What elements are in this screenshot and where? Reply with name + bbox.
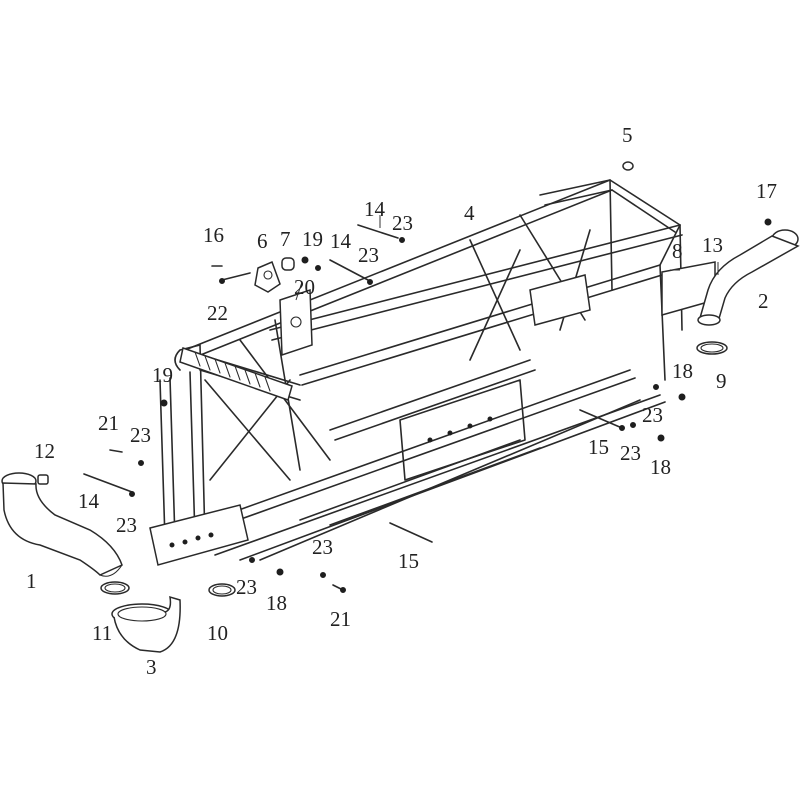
callout-11: 11 <box>92 621 112 645</box>
callout-15b: 15 <box>588 435 609 459</box>
callout-1: 1 <box>26 569 37 593</box>
callout-22: 22 <box>207 301 228 325</box>
callout-16: 16 <box>203 223 224 247</box>
callout-23d: 23 <box>116 513 137 537</box>
callout-12: 12 <box>34 439 55 463</box>
callout-17: 17 <box>756 179 777 203</box>
part-9-hose-clamp <box>696 341 728 355</box>
callout-21b: 21 <box>330 607 351 631</box>
part-12-nut <box>37 474 49 485</box>
part-2-rear-pipe <box>697 229 800 326</box>
callout-23f: 23 <box>620 441 641 465</box>
callout-14a: 14 <box>364 197 386 221</box>
callout-21a: 21 <box>98 411 119 435</box>
callout-5: 5 <box>622 123 633 147</box>
callout-23a: 23 <box>392 211 413 235</box>
callout-18c: 18 <box>266 591 287 615</box>
callout-15a: 15 <box>398 549 419 573</box>
callout-2: 2 <box>758 289 769 313</box>
callout-8: 8 <box>672 239 683 263</box>
callout-3: 3 <box>146 655 157 679</box>
callout-7: 7 <box>280 227 291 251</box>
part-6-bracket <box>254 260 281 293</box>
part-7-bushing <box>281 257 295 271</box>
part-17-screw <box>764 218 772 226</box>
part-11-hose-clamp <box>100 581 130 595</box>
callout-9: 9 <box>716 369 727 393</box>
callout-23g: 23 <box>312 535 333 559</box>
callout-18b: 18 <box>650 455 671 479</box>
callout-4: 4 <box>464 201 475 225</box>
main-frame <box>149 179 716 566</box>
callout-13: 13 <box>702 233 723 257</box>
callout-14c: 14 <box>78 489 100 513</box>
callout-23c: 23 <box>130 423 151 447</box>
callout-19a: 19 <box>302 227 323 251</box>
part-5-nut <box>622 161 634 171</box>
leader-lines <box>295 215 719 301</box>
callout-19b: 19 <box>152 363 173 387</box>
callout-23h: 23 <box>236 575 257 599</box>
callout-20: 20 <box>294 275 315 299</box>
part-10-hose-clamp <box>208 583 236 597</box>
part-3-elbow-duct <box>111 595 181 653</box>
callout-6: 6 <box>257 229 268 253</box>
callout-23b: 23 <box>358 243 379 267</box>
part-1-intake-pipe <box>1 472 123 577</box>
callout-10: 10 <box>207 621 228 645</box>
fasteners <box>83 224 686 593</box>
callout-18a: 18 <box>672 359 693 383</box>
callout-23e: 23 <box>642 403 663 427</box>
callout-labels: 1 2 3 4 5 6 7 8 9 10 11 12 13 14 14 14 1… <box>26 123 777 679</box>
callout-14b: 14 <box>330 229 352 253</box>
